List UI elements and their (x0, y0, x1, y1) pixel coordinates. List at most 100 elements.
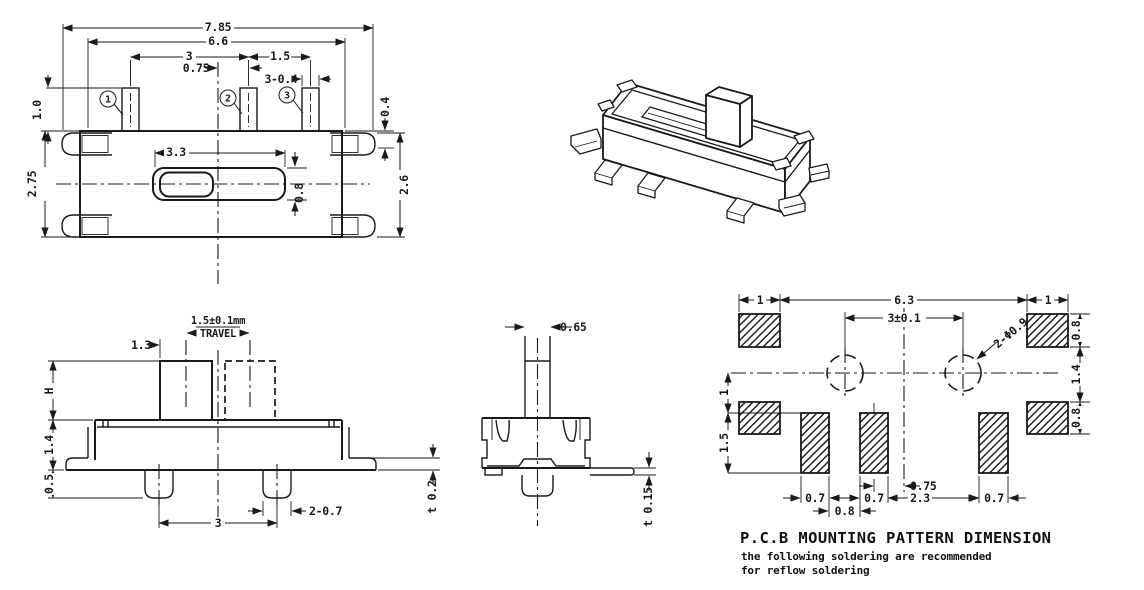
dim-bg (1042, 294, 1054, 305)
pcb-dim-07-a: 0.7 (805, 491, 825, 505)
top-view-slot (152, 167, 286, 201)
dim-travel-label: TRAVEL (200, 328, 236, 340)
top-view-tab-bottom-left-inner (81, 217, 109, 235)
pcb-hole-2 (944, 354, 982, 392)
dim-66: 6.6 (208, 34, 228, 48)
pcb-pad-top-left (738, 313, 781, 348)
top-view-terminal-2 (239, 87, 258, 132)
top-view: 1 2 3 7.85 6.6 3 1.5 0.75 3-0.4 1.0 2.75 (25, 20, 411, 284)
top-view-tab-top-left-inner (81, 135, 109, 153)
pin-2-leader (233, 102, 243, 115)
top-view-tab-bottom-right-inner (331, 217, 359, 235)
pcb-terminal-pad-2 (859, 412, 889, 474)
dim-065: 0.65 (560, 320, 587, 334)
pin-1-leader (113, 103, 124, 116)
side-bottom-pin (521, 475, 554, 497)
pin-2-balloon (219, 89, 237, 107)
iso-tab-2 (793, 130, 815, 145)
dim-bg (203, 21, 234, 33)
pcb-dim-075: 0.75 (910, 479, 937, 493)
iso-front-seam (602, 127, 786, 183)
side-body-right (584, 418, 591, 468)
pcb-dim-1-l: 1 (717, 389, 731, 396)
dim-bg (1074, 319, 1086, 342)
iso-pin-edge (783, 202, 806, 209)
top-view-body (79, 130, 343, 238)
front-foot-left (65, 457, 88, 470)
pcb-mounting-pattern: 1 6.3 1 3±0.1 2-Φ0.9 0.8 1.4 0.8 1 1.5 0… (717, 293, 1090, 577)
dim-bg (754, 294, 766, 305)
top-view-tab-top-right-inner (331, 135, 359, 153)
dim-13: 1.3 (131, 338, 151, 352)
dim-bg (47, 473, 59, 495)
iso-tab-4 (771, 157, 792, 171)
pcb-dim-14-right: 1.4 (1069, 364, 1083, 384)
pin-2-label: 2 (225, 94, 231, 105)
dim-bg (983, 492, 1005, 503)
pcb-hole-1 (826, 354, 864, 392)
pcb-pattern-note-1: the following soldering are recommended (741, 550, 991, 563)
front-view: 1.5±0.1mm TRAVEL 1.3 H 1.4 0.5 3 2-0.7 t… (42, 315, 440, 530)
dim-bg (269, 50, 291, 62)
pin-3-label: 3 (284, 91, 290, 102)
side-foot-left (484, 467, 503, 476)
pcb-dim-23: 2.3 (910, 491, 930, 505)
iso-tab-1 (616, 79, 638, 93)
iso-bottom-pin-2 (637, 172, 666, 199)
dim-3: 3 (186, 49, 193, 63)
pcb-dim-08-right-top: 0.8 (1069, 320, 1083, 340)
dim-bg (883, 312, 926, 324)
top-view-tab-top-right (330, 132, 376, 156)
dim-bg (804, 492, 826, 503)
dim-bg (722, 386, 734, 399)
dim-10: 1.0 (30, 100, 44, 120)
top-view-terminal-1 (121, 87, 140, 132)
pcb-terminal-pad-3 (978, 412, 1009, 474)
isometric-view (570, 79, 830, 224)
dim-bg (47, 383, 59, 399)
dim-bg (891, 294, 917, 305)
top-view-tab-bottom-left (61, 214, 112, 238)
dim-bg (183, 50, 196, 62)
pcb-dim-63: 6.3 (894, 293, 914, 307)
iso-pin-edge (637, 185, 656, 192)
iso-pin-edge (594, 172, 613, 179)
iso-tab-3 (597, 99, 615, 112)
side-claw-left (495, 419, 510, 442)
top-view-terminal-3 (301, 87, 320, 132)
pcb-dim-1-right: 1 (1045, 293, 1052, 307)
top-view-tab-bottom-right (330, 214, 376, 238)
dim-t015: t 0.15 (641, 487, 655, 527)
dim-bg (722, 430, 734, 456)
dim-bg (1074, 363, 1086, 386)
pcb-pad-bottom-right (1026, 401, 1069, 435)
dim-bg (1074, 406, 1086, 429)
dim-26: 2.6 (397, 175, 411, 195)
top-view-tab-top-left (61, 132, 112, 156)
dim-207: 2-0.7 (309, 504, 342, 518)
pcb-pad-top-right (1026, 313, 1069, 348)
dim-33: 3.3 (166, 145, 186, 159)
dim-bg (211, 517, 225, 529)
dim-H: H (42, 387, 56, 394)
dim-bg (863, 492, 885, 503)
side-terminal (590, 467, 635, 476)
dim-travel-value: 1.5±0.1mm (191, 315, 245, 327)
dim-15: 1.5 (270, 49, 290, 63)
top-view-knob (159, 171, 214, 198)
dim-14: 1.4 (42, 435, 56, 455)
pcb-pad-bottom-left (738, 401, 781, 435)
dim-bg (39, 167, 51, 201)
dim-bg (206, 35, 231, 47)
iso-right-foot (778, 194, 806, 217)
iso-pin-edge (810, 170, 830, 176)
dim-bg (164, 146, 189, 158)
pcb-pattern-note-2: for reflow soldering (741, 564, 869, 577)
pcb-terminal-pad-1 (800, 412, 830, 474)
dim-275: 2.75 (25, 170, 39, 197)
dim-08: 0.8 (292, 183, 306, 203)
pin-3-balloon (278, 86, 296, 104)
pcb-dim-1-left: 1 (757, 293, 764, 307)
